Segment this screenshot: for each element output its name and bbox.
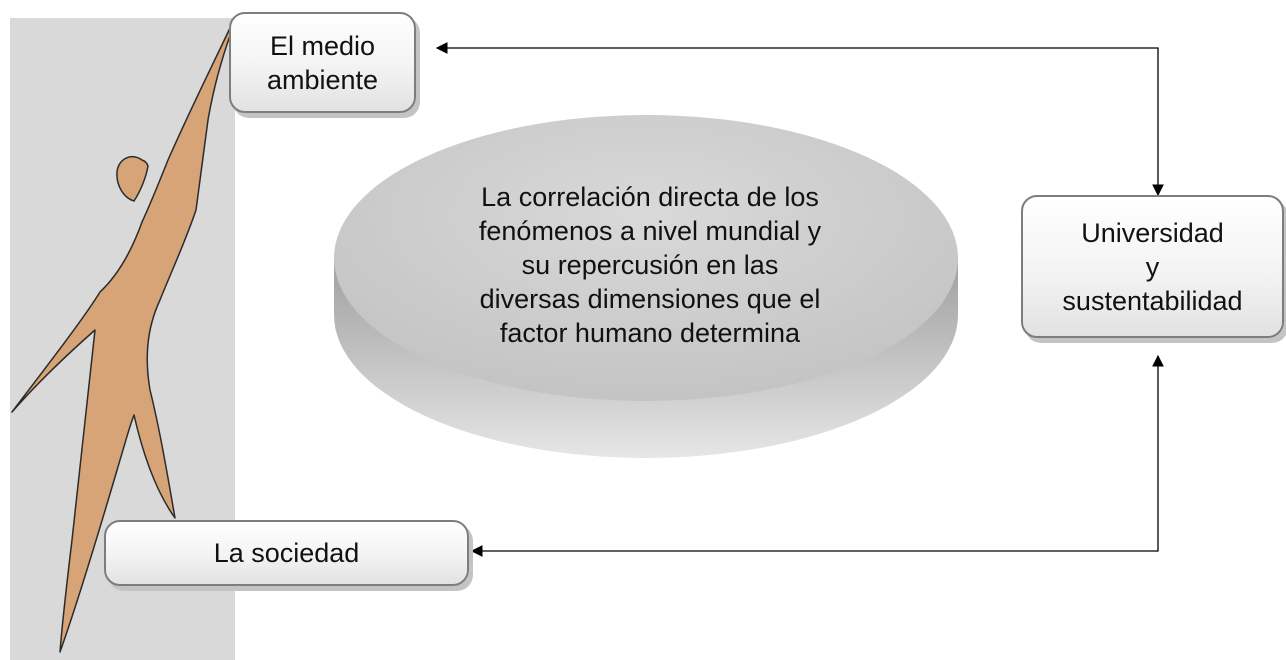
human-figure-icon [11,27,233,653]
connector-university-environment [435,42,1164,197]
connector-university-society [470,354,1164,557]
node-environment: El medio ambiente [229,12,416,113]
node-university-label: Universidad y sustentabilidad [1062,217,1243,316]
node-university: Universidad y sustentabilidad [1021,195,1284,338]
node-society: La sociedad [104,520,469,586]
node-environment-label: El medio ambiente [266,30,379,95]
node-society-label: La sociedad [213,538,360,568]
center-disc-label: La correlación directa de los fenómenos … [478,182,822,348]
figure-head [116,156,149,202]
